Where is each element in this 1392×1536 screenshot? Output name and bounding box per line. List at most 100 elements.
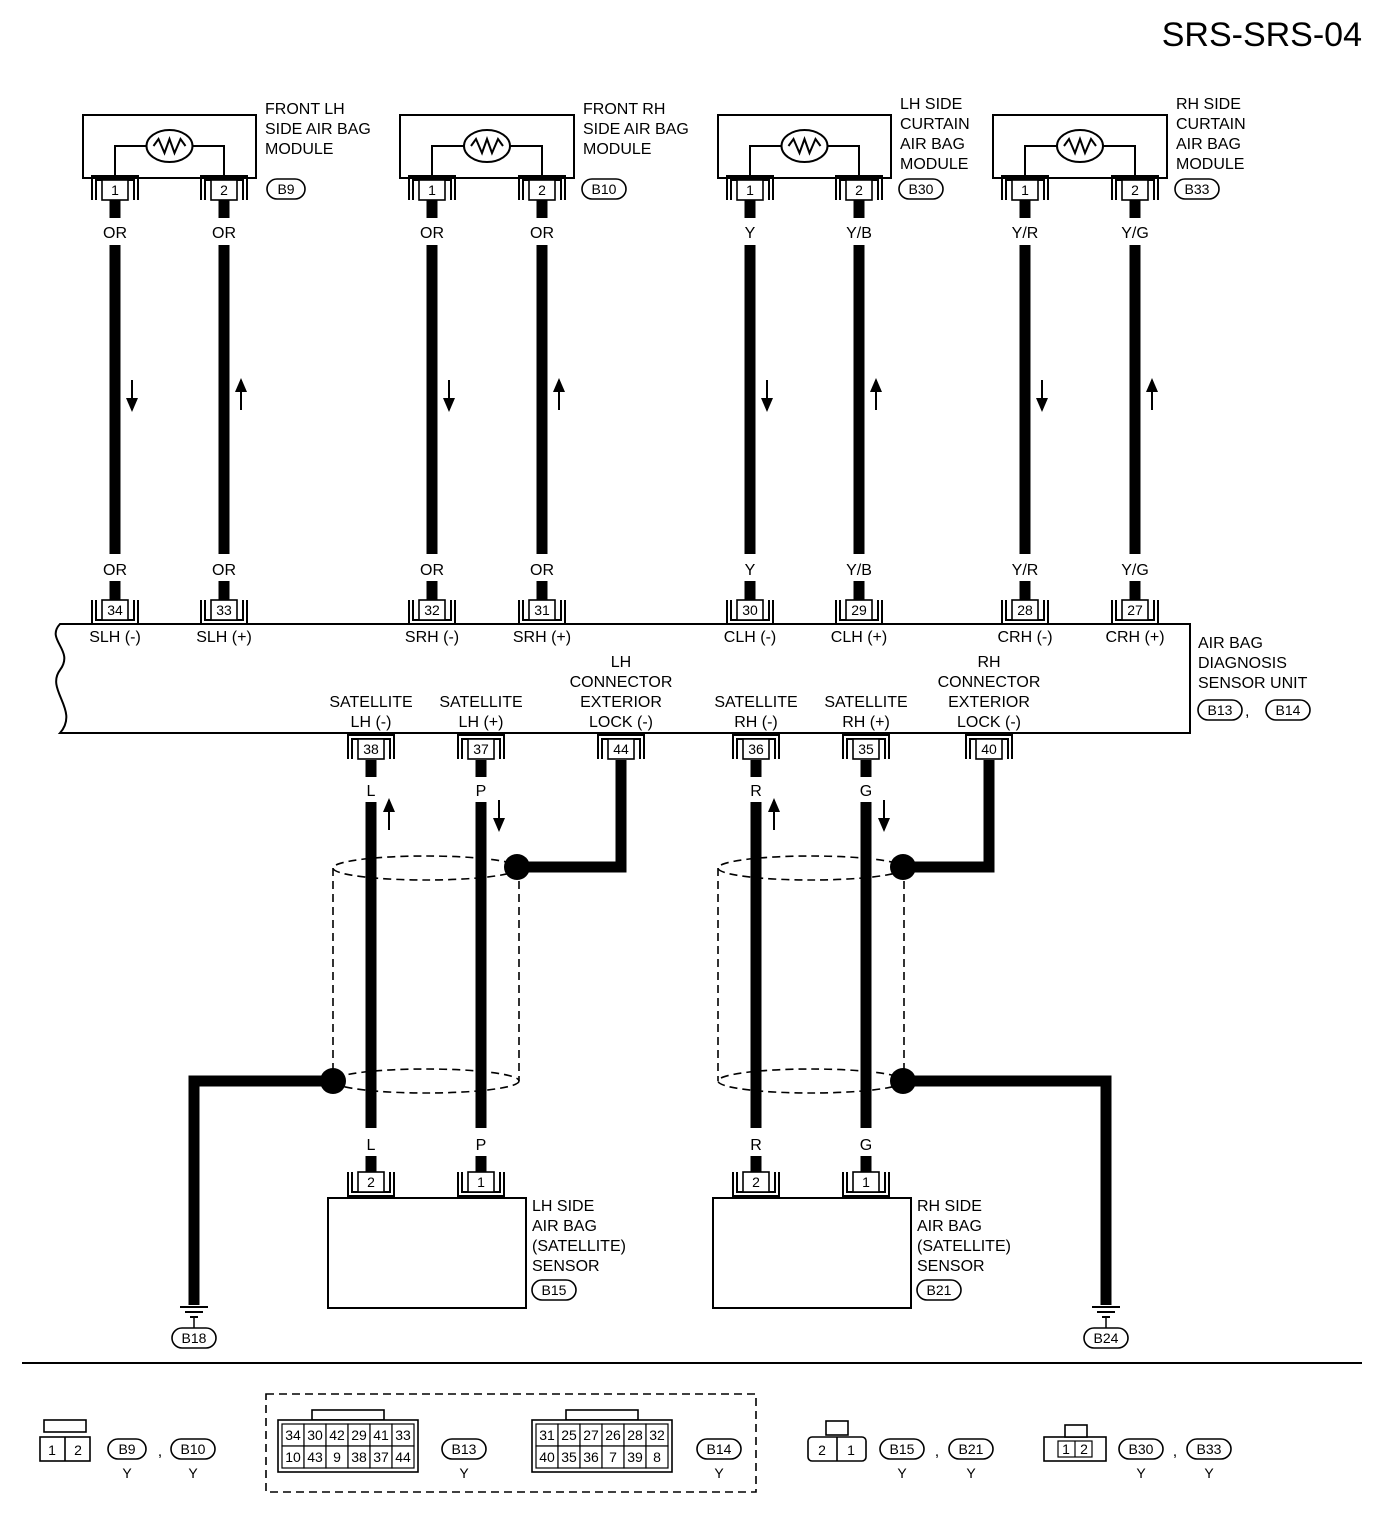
module-name-line: MODULE	[900, 156, 968, 173]
module-name-line: FRONT LH	[265, 101, 345, 118]
legend-unit-frame	[265, 1393, 757, 1493]
sensor-name-line: SENSOR	[532, 1258, 600, 1275]
legend-pin: 36	[583, 1449, 599, 1465]
legend-pin: 9	[333, 1449, 341, 1465]
signal-direction-arrow-head	[383, 798, 395, 812]
signal-direction-arrow-head	[1036, 398, 1048, 412]
module-connector-id: B33	[1185, 181, 1210, 197]
sensor-pin: 2	[752, 1174, 760, 1190]
module-connector-id-outline	[581, 178, 627, 200]
legend-connector-id-outline	[696, 1438, 742, 1460]
unit-connector-id-outline	[1197, 699, 1243, 721]
module-pin-bracket-outer	[91, 175, 139, 200]
module-pin-bracket-outer	[408, 175, 456, 200]
module-name-line: FRONT RH	[583, 101, 665, 118]
legend-pin: 26	[605, 1427, 621, 1443]
module-name-line: CURTAIN	[1176, 116, 1246, 133]
unit-bottom-label: RH (+)	[842, 714, 890, 731]
legend-color: Y	[1136, 1465, 1146, 1481]
sensor-name-line: RH SIDE	[917, 1198, 982, 1215]
module-name-line: MODULE	[583, 141, 651, 158]
signal-direction-arrow-head	[443, 398, 455, 412]
legend-pin: 25	[561, 1427, 577, 1443]
module-name-line: SIDE AIR BAG	[583, 121, 689, 138]
wire-color-bottom: Y/G	[1121, 562, 1149, 579]
sensor-name-line: (SATELLITE)	[532, 1238, 626, 1255]
shield-drain-splice	[890, 854, 916, 880]
unit-body	[54, 623, 1191, 734]
page-code: SRS-SRS-04	[1162, 16, 1362, 54]
unit-terminal-label: SRH (-)	[405, 629, 459, 646]
sensor-connector-id: B21	[927, 1282, 952, 1298]
legend-connector-id-outline	[948, 1438, 994, 1460]
signal-direction-arrow-head	[870, 378, 882, 392]
wire-color-bottom: OR	[420, 562, 444, 579]
unit-bottom-pin-box	[467, 738, 495, 760]
unit-bottom-label: CONNECTOR	[938, 674, 1041, 691]
module-name-line: RH SIDE	[1176, 96, 1241, 113]
unit-bottom-pin-bracket-outer	[457, 734, 505, 759]
unit-terminal-label: CRH (+)	[1105, 629, 1164, 646]
legend-latch	[565, 1409, 639, 1421]
unit-top-pin-box	[210, 599, 238, 621]
unit-bottom-label: RH (-)	[734, 714, 778, 731]
legend-pin: 39	[627, 1449, 643, 1465]
unit-top-pin-box	[528, 599, 556, 621]
module-pin-bracket-outer	[835, 175, 883, 200]
unit-bottom-label: LH (-)	[351, 714, 392, 731]
unit-top-pin: 33	[216, 602, 232, 618]
connector-separator: ,	[1245, 703, 1249, 720]
unit-bottom-pin: 36	[748, 741, 764, 757]
ground-connector-id-outline	[171, 1327, 217, 1349]
legend-pin: 1	[1062, 1441, 1070, 1457]
wire-color-top: OR	[420, 225, 444, 242]
wire-color-unit-side: R	[750, 783, 762, 800]
unit-top-pin-box	[101, 599, 129, 621]
module-name-line: AIR BAG	[1176, 136, 1241, 153]
wire-color-top: Y/B	[846, 225, 872, 242]
unit-bottom-label: EXTERIOR	[580, 694, 662, 711]
unit-top-pin-box	[845, 599, 873, 621]
unit-bottom-pin-bracket-outer	[842, 734, 890, 759]
ground-connector-id-outline	[1083, 1327, 1129, 1349]
legend-connector-id: B15	[890, 1441, 915, 1457]
module-pin: 2	[220, 182, 228, 198]
signal-direction-arrow-head	[768, 798, 780, 812]
wire-color-bottom: Y	[745, 562, 756, 579]
sensor-name-line: LH SIDE	[532, 1198, 594, 1215]
unit-bottom-label: LH (+)	[459, 714, 504, 731]
legend-pin: 41	[373, 1427, 389, 1443]
sensor-pin-box	[467, 1171, 495, 1193]
wire-color-top: Y	[745, 225, 756, 242]
legend-color: Y	[1204, 1465, 1214, 1481]
legend-separator: ,	[935, 1443, 939, 1460]
legend-pin: 27	[583, 1427, 599, 1443]
legend-pin: 37	[373, 1449, 389, 1465]
unit-bottom-pin-box	[607, 738, 635, 760]
signal-direction-arrow-head	[761, 398, 773, 412]
sensor-pin: 1	[862, 1174, 870, 1190]
unit-bottom-pin-box	[852, 738, 880, 760]
unit-bottom-pin-bracket-outer	[965, 734, 1013, 759]
legend-connector-id: B33	[1197, 1441, 1222, 1457]
sensor-pin-box	[357, 1171, 385, 1193]
legend-pin: 38	[351, 1449, 367, 1465]
ground-connector-id: B24	[1094, 1330, 1119, 1346]
legend-cell	[391, 1445, 415, 1469]
squib-zigzag-icon	[1063, 136, 1097, 156]
legend-color: Y	[966, 1465, 976, 1481]
unit-bottom-label: SATELLITE	[329, 694, 412, 711]
unit-bottom-label: LOCK (-)	[957, 714, 1021, 731]
wire-color-sensor-side: R	[750, 1137, 762, 1154]
legend-latch	[311, 1409, 385, 1421]
legend-connector-id: B10	[181, 1441, 206, 1457]
unit-bottom-label: SATELLITE	[439, 694, 522, 711]
unit-bottom-pin-bracket-outer	[597, 734, 645, 759]
sensor-connector-id-outline	[916, 1279, 962, 1301]
unit-top-pin-box	[736, 599, 764, 621]
legend-connector-id-outline	[170, 1438, 216, 1460]
wire-color-unit-side: P	[476, 783, 487, 800]
